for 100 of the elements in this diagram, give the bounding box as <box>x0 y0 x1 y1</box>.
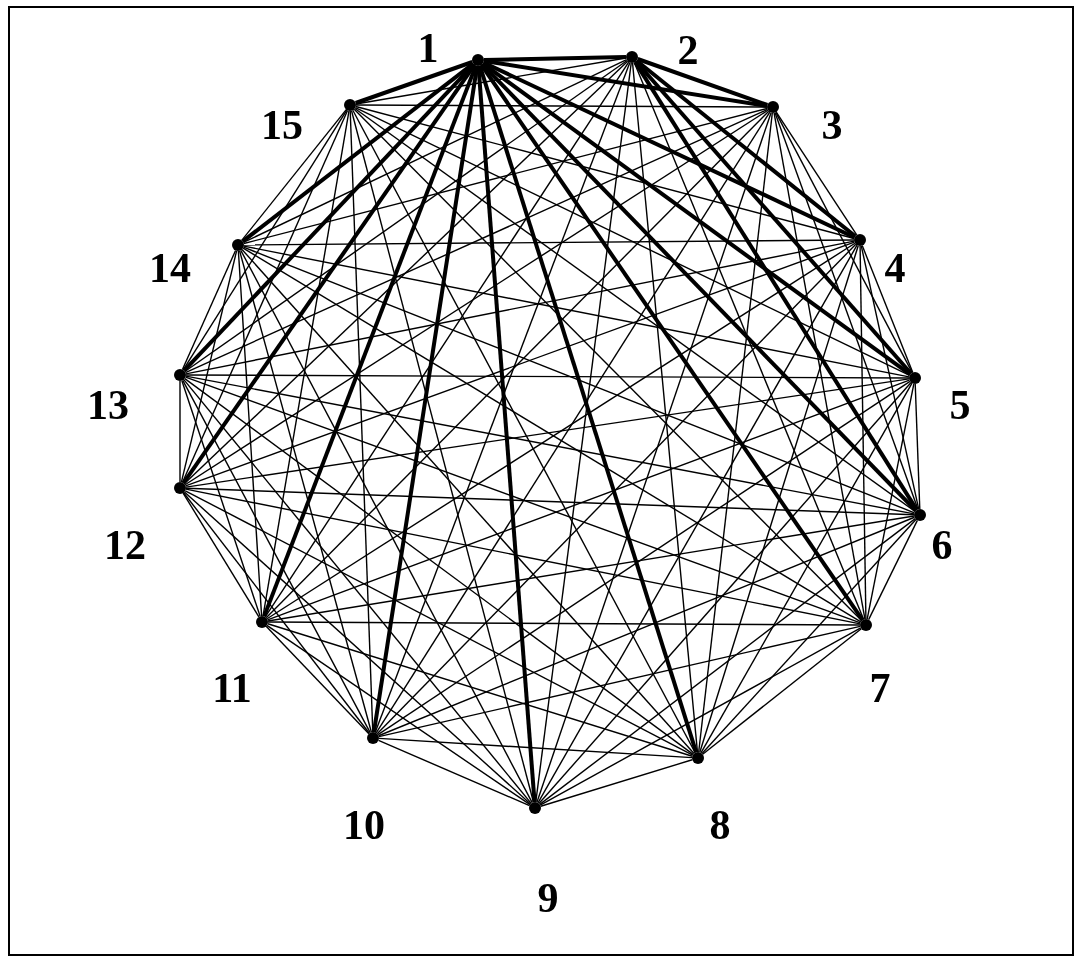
edge-line <box>867 519 919 621</box>
edge-line <box>262 64 478 618</box>
graph-vertex <box>854 234 866 246</box>
edge-line <box>637 57 768 107</box>
edge-line <box>476 65 537 803</box>
edge-line <box>184 376 862 624</box>
vertex-number: 14 <box>149 247 191 289</box>
edge-line <box>355 105 855 240</box>
vertex-number: 3 <box>821 104 843 146</box>
edge-line <box>243 239 855 246</box>
edge-line <box>354 106 911 377</box>
edge-line <box>182 63 476 372</box>
edge-line <box>241 62 475 243</box>
edge-line <box>241 248 695 755</box>
edge-line <box>185 487 915 516</box>
edge-line <box>265 110 770 619</box>
vertex-number: 11 <box>212 667 252 709</box>
vertex-number: 13 <box>87 384 129 426</box>
edge-line <box>184 490 694 756</box>
edge-line <box>376 243 857 735</box>
vertex-number: 12 <box>104 524 146 566</box>
edge-line <box>633 61 865 621</box>
edge-line <box>183 378 532 805</box>
edge-line <box>185 374 910 379</box>
edge-line <box>773 112 866 620</box>
edge-line <box>539 627 862 806</box>
edge-line <box>185 488 861 625</box>
edge-line <box>179 380 181 483</box>
edge-line <box>243 107 768 245</box>
graph-vertex <box>174 482 186 494</box>
edge-line <box>774 111 919 511</box>
edge-line <box>349 110 374 733</box>
edge-line <box>264 61 630 618</box>
graph-vertex <box>174 369 186 381</box>
edge-line <box>775 111 913 374</box>
edge-line <box>775 111 858 236</box>
edge-line <box>371 65 480 733</box>
vertex-number: 4 <box>884 247 906 289</box>
edge-line <box>482 60 856 240</box>
edge-line <box>184 377 694 756</box>
edge-line <box>180 250 238 483</box>
graph-vertex <box>344 99 356 111</box>
vertex-number: 1 <box>417 27 439 69</box>
edge-line <box>866 383 915 620</box>
edge-line <box>265 625 370 735</box>
edge-line <box>378 625 861 738</box>
vertex-number: 9 <box>537 877 559 919</box>
vertex-number: 6 <box>931 524 953 566</box>
edge-line <box>266 624 531 806</box>
edge-line <box>537 244 858 804</box>
edge-line <box>377 739 531 807</box>
edge-line <box>238 250 373 733</box>
edge-line <box>242 246 916 514</box>
graph-vertex <box>232 239 244 251</box>
edge-line <box>377 380 911 736</box>
edge-line <box>182 379 371 734</box>
edge-line <box>185 240 855 375</box>
edge-line <box>483 55 627 62</box>
edge-line <box>914 383 921 510</box>
edge-line <box>182 492 260 618</box>
edge-line <box>352 109 696 754</box>
edge-line <box>538 381 912 805</box>
edge-line <box>539 517 916 806</box>
edge-line <box>859 245 867 620</box>
edge-line <box>631 62 699 753</box>
edge-line <box>182 492 371 734</box>
edge-line <box>698 112 773 753</box>
edge-line <box>241 109 347 241</box>
graph-vertex <box>767 101 779 113</box>
edge-line <box>861 244 914 374</box>
edge-line <box>181 380 261 617</box>
edge-line <box>355 60 473 105</box>
edge-line <box>267 623 693 757</box>
edge-line <box>350 110 535 803</box>
edge-line <box>634 60 913 375</box>
edge-line <box>237 250 263 617</box>
vertex-number: 8 <box>709 804 731 846</box>
edge-line <box>860 245 920 510</box>
vertex-number: 10 <box>343 804 385 846</box>
edge-line <box>633 61 919 511</box>
edge-line <box>262 110 350 617</box>
edge-line <box>354 107 916 513</box>
edge-line <box>181 109 349 484</box>
edge-line <box>184 241 856 487</box>
edge-line <box>702 628 862 755</box>
edge-line <box>635 59 857 238</box>
edge-line <box>267 621 861 626</box>
graph-vertex <box>626 51 638 63</box>
vertex-number: 2 <box>677 29 699 71</box>
graph-vertex <box>256 616 268 628</box>
edge-line <box>355 104 768 108</box>
edge-line <box>699 245 859 753</box>
edge-line <box>536 112 772 804</box>
graph-vertex <box>472 54 484 66</box>
edge-line <box>181 63 477 485</box>
graph-vertex <box>367 732 379 744</box>
edge-line <box>185 378 910 488</box>
edge-line <box>535 62 632 803</box>
edge-line <box>540 759 693 807</box>
vertex-number: 7 <box>869 667 891 709</box>
